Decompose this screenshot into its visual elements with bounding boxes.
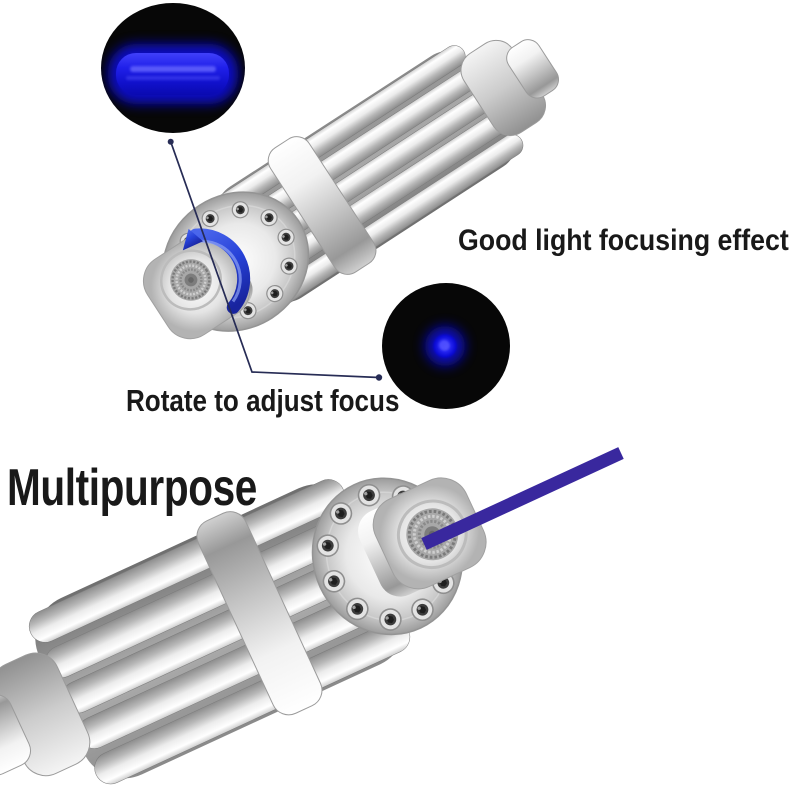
leader-lines — [167, 138, 383, 381]
laser-pointer-upper — [142, 39, 560, 340]
laser-pointer-lower — [0, 447, 624, 785]
dot-closeup-circle — [382, 283, 510, 409]
tail-tip — [0, 694, 32, 776]
collar-ring — [267, 136, 377, 275]
rotate-arrow-icon — [182, 228, 251, 314]
leader-line — [169, 141, 380, 379]
label-rotate-focus: Rotate to adjust focus — [126, 383, 400, 418]
beam-streak — [130, 66, 216, 72]
tail-tip — [506, 39, 560, 99]
beam-core — [116, 53, 229, 95]
leader-dot — [375, 374, 383, 381]
focus-ring — [160, 249, 222, 311]
label-multipurpose: Multipurpose — [7, 459, 257, 517]
beam-streak — [126, 76, 220, 80]
laser-head — [142, 191, 310, 340]
barrel-rod — [28, 479, 345, 643]
collar-ring — [196, 511, 323, 716]
laser-head — [311, 477, 487, 636]
laser-beam — [421, 447, 624, 550]
beam-closeup-circle — [101, 3, 245, 133]
leader-dot — [167, 138, 174, 145]
label-focus-effect: Good light focusing effect — [458, 224, 789, 257]
